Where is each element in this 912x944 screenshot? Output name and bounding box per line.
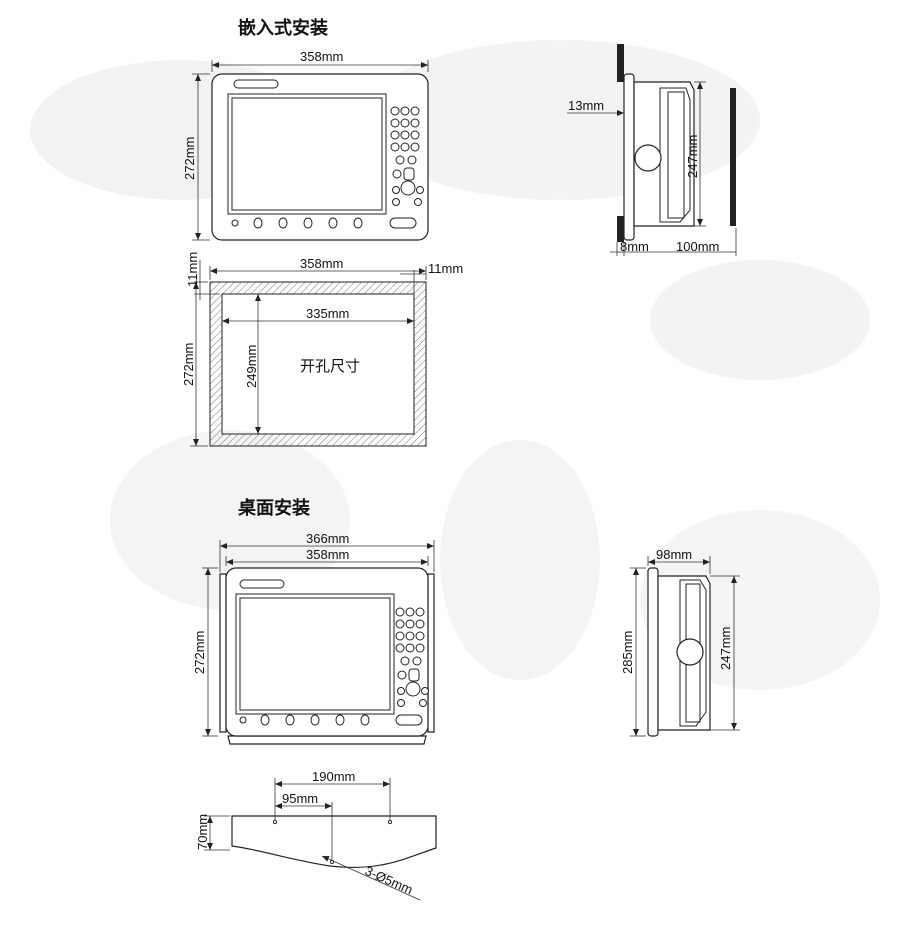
keypad [390, 106, 424, 206]
desktop-keypad [395, 607, 429, 707]
base-height: 70mm [195, 814, 210, 850]
desktop-side-view: 98mm 285mm 247mm [620, 547, 740, 737]
cutout-inner-height: 249mm [244, 345, 259, 388]
flush-front-width: 358mm [300, 49, 343, 64]
cutout-outer-height: 272mm [181, 343, 196, 386]
desktop-soft-keys [239, 714, 370, 726]
base-holes-note: 3-Ø5mm [363, 863, 415, 897]
cutout-inner-width: 335mm [306, 306, 349, 321]
background-map-dots [30, 40, 880, 690]
base-hole-offset: 95mm [282, 791, 318, 806]
desktop-bracket-width: 366mm [306, 531, 349, 546]
base-bracket: 190mm 95mm 70mm 3-Ø5mm [195, 769, 437, 901]
base-hole-spacing: 190mm [312, 769, 355, 784]
cutout-margin-top: 11mm [185, 252, 200, 287]
soft-keys [231, 217, 363, 229]
cutout-outer-width: 358mm [300, 256, 343, 271]
cutout-drawing: 358mm 11mm 11mm 272mm 335mm 249mm 开孔尺寸 [181, 252, 463, 447]
desktop-mount-heading: 桌面安装 [237, 497, 310, 519]
desktop-side-total-height: 285mm [620, 631, 635, 674]
cutout-margin-right: 11mm [428, 261, 463, 276]
flush-side-height: 247mm [685, 135, 700, 178]
flush-side-view: 13mm 247mm 8mm 100mm [567, 44, 737, 256]
desktop-side-depth: 98mm [656, 547, 692, 562]
desktop-front-width: 358mm [306, 547, 349, 562]
flush-side-front-depth: 8mm [620, 239, 649, 254]
desktop-side-body-height: 247mm [718, 627, 733, 670]
desktop-front-view: 366mm 358mm 272mm [192, 531, 435, 745]
desktop-front-height: 272mm [192, 631, 207, 674]
flush-front-height: 272mm [182, 137, 197, 180]
flush-front-view: 358mm 272mm [182, 49, 429, 241]
flush-mount-heading: 嵌入式安装 [238, 17, 328, 39]
cutout-label: 开孔尺寸 [300, 357, 360, 375]
flush-side-rear-depth: 100mm [676, 239, 719, 254]
flush-side-bezel: 13mm [568, 98, 604, 113]
